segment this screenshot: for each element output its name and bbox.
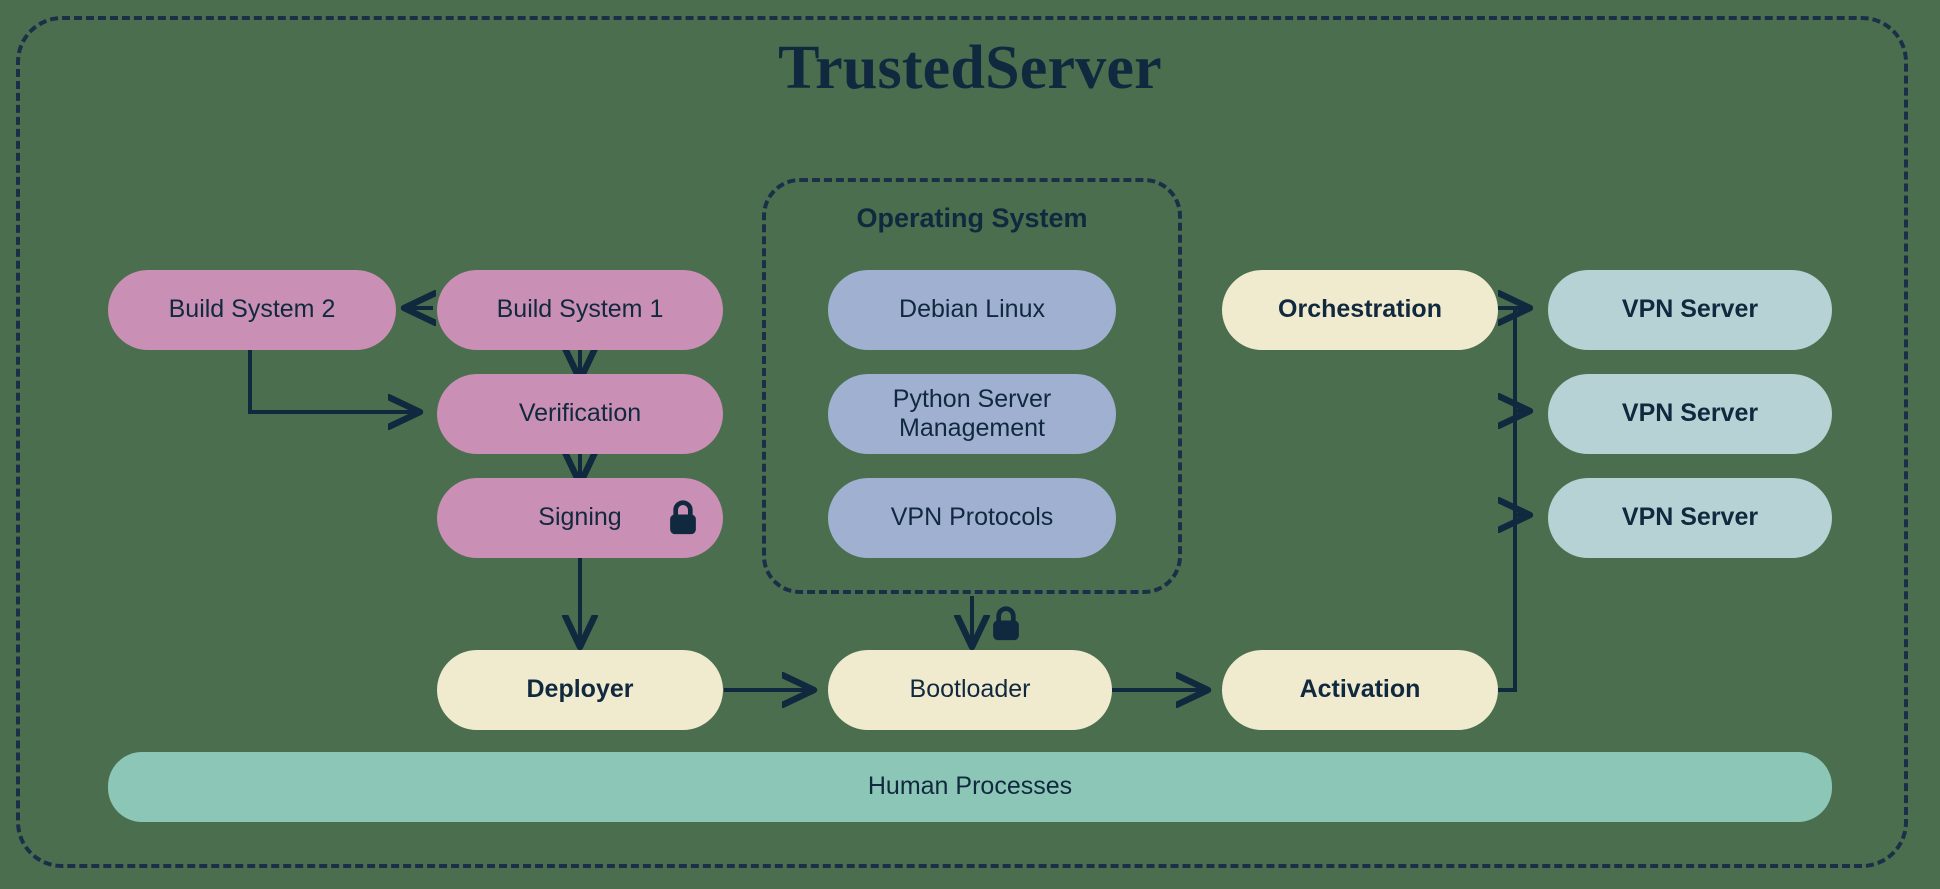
node-label: Build System 2: [168, 295, 336, 324]
operating-system-group: [762, 178, 1182, 594]
node-vpn-server-2[interactable]: VPN Server: [1548, 374, 1832, 454]
node-python-server-management[interactable]: Python Server Management: [828, 374, 1116, 454]
node-deployer[interactable]: Deployer: [437, 650, 723, 730]
node-label: Human Processes: [867, 772, 1073, 801]
node-label-line-2: Management: [899, 414, 1045, 442]
page-title: TrustedServer: [778, 34, 1162, 102]
node-vpn-protocols[interactable]: VPN Protocols: [828, 478, 1116, 558]
edge-orchestration-trunk: [1495, 306, 1517, 692]
edge-bs2-to-verification: [248, 350, 418, 412]
node-label: VPN Server: [1621, 295, 1759, 324]
lock-icon: [665, 499, 701, 537]
node-build-system-1[interactable]: Build System 1: [437, 270, 723, 350]
node-activation[interactable]: Activation: [1222, 650, 1498, 730]
node-label: Debian Linux: [899, 295, 1045, 324]
node-verification[interactable]: Verification: [437, 374, 723, 454]
node-label: Deployer: [526, 675, 634, 704]
node-label: Build System 1: [496, 295, 664, 324]
node-orchestration[interactable]: Orchestration: [1222, 270, 1498, 350]
node-label: VPN Protocols: [890, 503, 1054, 532]
operating-system-title: Operating System: [856, 203, 1088, 233]
node-build-system-2[interactable]: Build System 2: [108, 270, 396, 350]
node-label-line-1: Python Server: [892, 384, 1052, 413]
node-label: VPN Server: [1621, 399, 1759, 428]
node-debian-linux[interactable]: Debian Linux: [828, 270, 1116, 350]
node-signing[interactable]: Signing: [437, 478, 723, 558]
node-label: Activation: [1299, 675, 1421, 704]
node-label: Signing: [538, 503, 622, 532]
node-label: VPN Server: [1621, 503, 1759, 532]
lock-icon: [988, 605, 1024, 643]
node-bootloader[interactable]: Bootloader: [828, 650, 1112, 730]
node-label: Orchestration: [1278, 295, 1442, 324]
node-vpn-server-3[interactable]: VPN Server: [1548, 478, 1832, 558]
node-vpn-server-1[interactable]: VPN Server: [1548, 270, 1832, 350]
node-label: Verification: [518, 399, 642, 428]
node-label: Bootloader: [909, 675, 1031, 704]
node-human-processes[interactable]: Human Processes: [108, 752, 1832, 822]
